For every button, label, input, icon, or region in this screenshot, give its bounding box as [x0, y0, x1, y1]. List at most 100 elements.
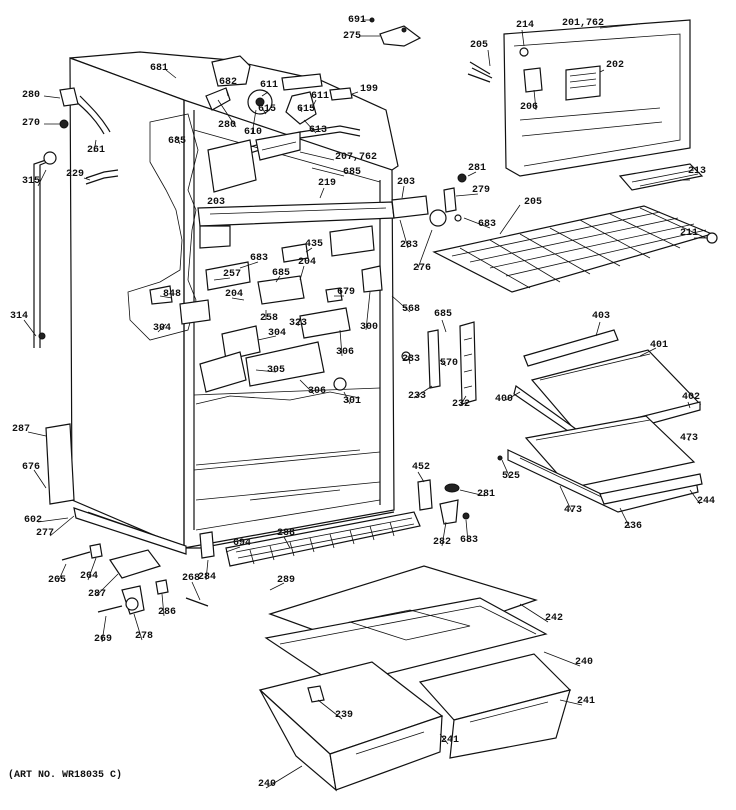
part-label-615: 615 — [297, 104, 315, 115]
part-label-286: 286 — [158, 607, 176, 618]
freezer-door-panel — [467, 19, 691, 177]
part-label-232: 232 — [452, 399, 470, 410]
control-components — [149, 225, 383, 393]
hinge-assembly — [391, 173, 467, 227]
part-label-233: 233 — [408, 391, 426, 402]
part-label-685: 685 — [272, 268, 290, 279]
part-label-204: 204 — [225, 289, 243, 300]
part-label-602: 602 — [24, 515, 42, 526]
part-label-570: 570 — [440, 358, 458, 369]
part-label-289: 289 — [277, 575, 295, 586]
part-label-568: 568 — [402, 304, 420, 315]
leveling-roller-parts — [61, 543, 209, 615]
part-label-265: 265 — [48, 575, 66, 586]
part-label-682: 682 — [219, 77, 237, 88]
part-label-683: 683 — [250, 253, 268, 264]
part-label-280: 280 — [22, 90, 40, 101]
part-label-683: 683 — [460, 535, 478, 546]
part-label-281: 281 — [477, 489, 495, 500]
part-label-205: 205 — [470, 40, 488, 51]
part-label-473: 473 — [680, 433, 698, 444]
part-label-301: 301 — [343, 396, 361, 407]
top-hinge-cover — [369, 17, 422, 47]
freezer-wire-shelf — [432, 205, 718, 293]
part-label-229: 229 — [66, 169, 84, 180]
part-label-258: 258 — [260, 313, 278, 324]
part-label-279: 279 — [472, 185, 490, 196]
part-label-323: 323 — [289, 318, 307, 329]
part-label-306: 306 — [308, 386, 326, 397]
part-label-473: 473 — [564, 505, 582, 516]
part-label-403: 403 — [592, 311, 610, 322]
evaporator-fan-assembly — [205, 55, 361, 193]
part-label-203: 203 — [207, 197, 225, 208]
part-label-611: 611 — [311, 91, 329, 102]
part-label-685: 685 — [343, 167, 361, 178]
shelf-brackets — [401, 321, 477, 405]
part-label-261: 261 — [87, 145, 105, 156]
part-label-288: 288 — [277, 528, 295, 539]
part-label-525: 525 — [502, 471, 520, 482]
part-label-304: 304 — [268, 328, 286, 339]
part-label-214: 214 — [516, 20, 534, 31]
part-label-694: 694 — [233, 538, 251, 549]
part-label-611: 611 — [260, 80, 278, 91]
part-label-281: 281 — [468, 163, 486, 174]
water-tube — [33, 87, 119, 348]
part-label-679: 679 — [337, 287, 355, 298]
part-label-219: 219 — [318, 178, 336, 189]
part-label-275: 275 — [343, 31, 361, 42]
bottom-grille — [199, 511, 421, 567]
part-label-435: 435 — [305, 239, 323, 250]
part-label-239: 239 — [335, 710, 353, 721]
part-label-201-762: 201,762 — [562, 18, 604, 29]
part-label-199: 199 — [360, 84, 378, 95]
part-label-264: 264 — [80, 571, 98, 582]
part-label-270: 270 — [22, 118, 40, 129]
part-label-205: 205 — [524, 197, 542, 208]
part-label-278: 278 — [135, 631, 153, 642]
art-number-caption: (ART NO. WR18035 C) — [8, 770, 123, 781]
part-label-268: 268 — [182, 573, 200, 584]
part-label-241: 241 — [577, 696, 595, 707]
part-label-683: 683 — [478, 219, 496, 230]
part-label-306: 306 — [336, 347, 354, 358]
part-label-280: 280 — [218, 120, 236, 131]
part-label-681: 681 — [150, 63, 168, 74]
part-label-615: 615 — [258, 104, 276, 115]
part-label-610: 610 — [244, 127, 262, 138]
part-label-277: 277 — [36, 528, 54, 539]
part-label-269: 269 — [94, 634, 112, 645]
part-label-284: 284 — [198, 572, 216, 583]
part-label-257: 257 — [223, 269, 241, 280]
part-label-204: 204 — [298, 257, 316, 268]
part-label-233: 233 — [402, 354, 420, 365]
part-label-401: 401 — [650, 340, 668, 351]
lower-left-panels — [45, 423, 187, 555]
glass-shelf-assembly — [513, 329, 702, 443]
lower-shelf-assembly — [507, 415, 703, 513]
part-label-276: 276 — [413, 263, 431, 274]
part-label-402: 402 — [682, 392, 700, 403]
part-label-240: 240 — [575, 657, 593, 668]
part-label-282: 282 — [433, 537, 451, 548]
part-label-244: 244 — [697, 496, 715, 507]
part-label-236: 236 — [624, 521, 642, 532]
part-label-685: 685 — [168, 136, 186, 147]
part-label-287: 287 — [12, 424, 30, 435]
part-label-685: 685 — [434, 309, 452, 320]
part-label-206: 206 — [520, 102, 538, 113]
part-label-691: 691 — [348, 15, 366, 26]
part-label-213: 213 — [688, 166, 706, 177]
crisper-assembly — [258, 565, 572, 792]
part-label-400: 400 — [495, 394, 513, 405]
part-label-305: 305 — [267, 365, 285, 376]
part-label-452: 452 — [412, 462, 430, 473]
part-label-211: 211 — [680, 228, 698, 239]
part-label-240: 240 — [258, 779, 276, 790]
part-label-613: 613 — [309, 125, 327, 136]
part-label-242: 242 — [545, 613, 563, 624]
part-label-203: 203 — [397, 177, 415, 188]
